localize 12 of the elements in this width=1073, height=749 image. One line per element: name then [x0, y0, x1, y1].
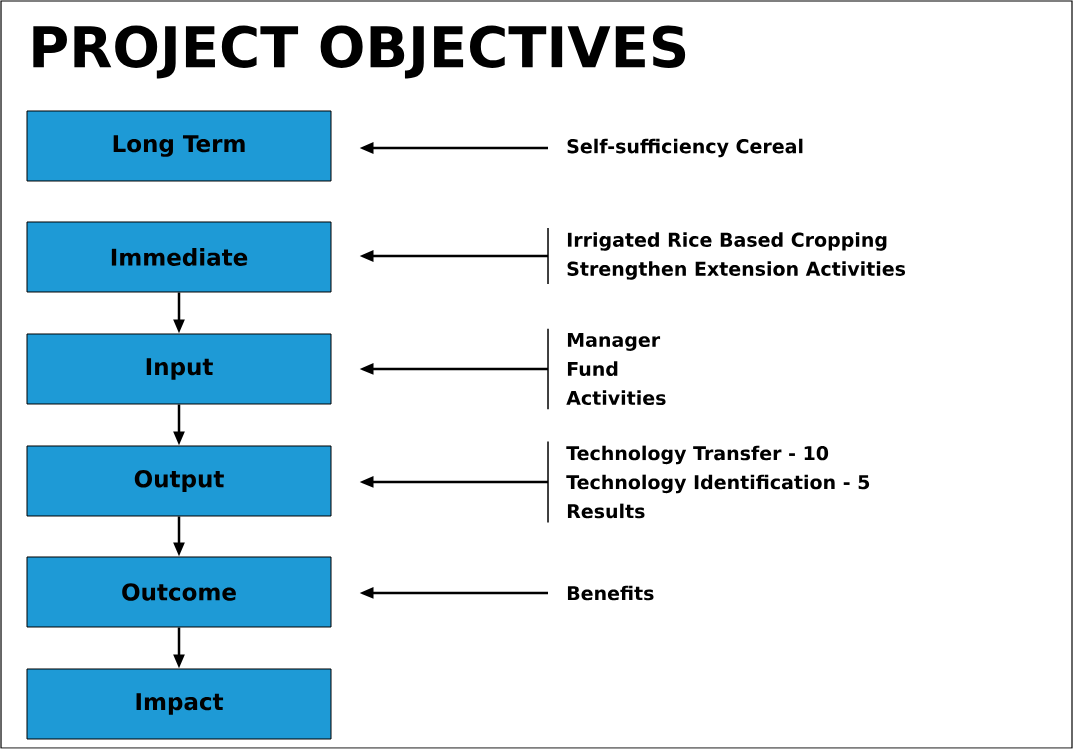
list-text: Irrigated Rice Based Cropping Strengthen Extension Activities	[567, 232, 906, 280]
list-text: Manager Fund Activities	[566, 332, 666, 406]
process-box: Impact	[26, 668, 332, 740]
process-box: Input	[26, 333, 332, 405]
process-box: Output	[26, 445, 332, 517]
list-text: Technology Transfer - 10 Technology Identification - 5 Results	[566, 445, 870, 519]
process-box: Immediate	[26, 221, 332, 293]
side-text: Benefits	[567, 585, 654, 601]
title: PROJECT OBJECTIVES	[33, 25, 686, 79]
process-box: Long Term	[26, 110, 332, 182]
process-box: Outcome	[26, 556, 332, 628]
side-text: Self-sufficiency Cereal	[567, 138, 803, 158]
